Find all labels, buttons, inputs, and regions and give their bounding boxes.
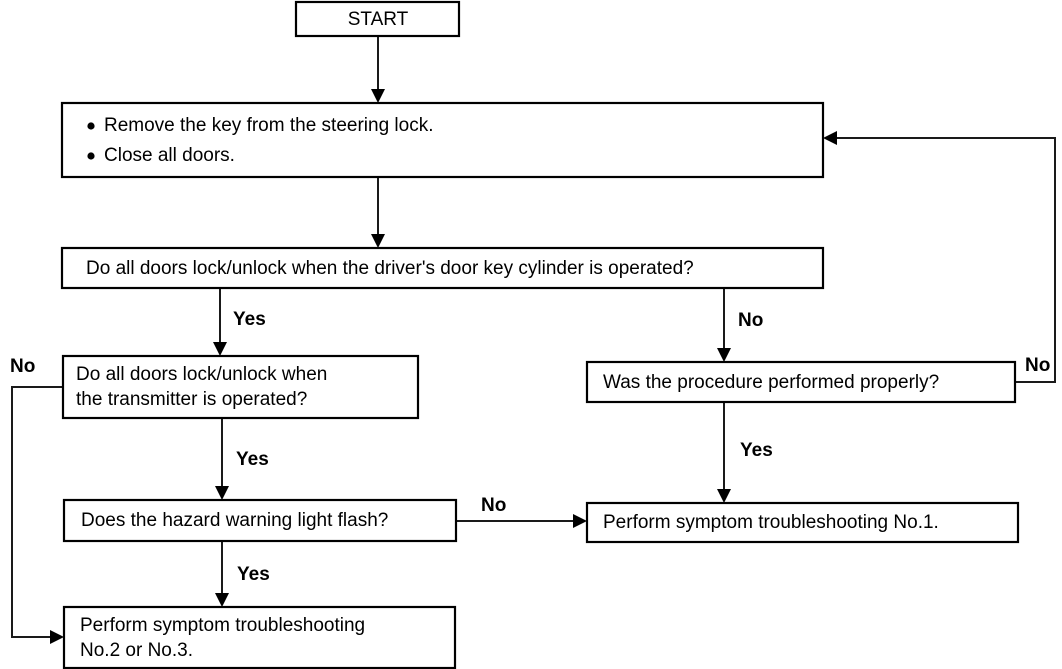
edge-label-transmitter-yes: Yes <box>236 449 269 470</box>
edge-key-cylinder-no <box>717 288 731 362</box>
node-q-procedure-label: Was the procedure performed properly? <box>603 372 939 393</box>
edge-key-cylinder-yes <box>213 288 227 356</box>
edge-start-to-prep <box>371 36 385 103</box>
node-prep[interactable]: Remove the key from the steering lock. C… <box>60 101 825 179</box>
edge-label-procedure-yes: Yes <box>740 440 773 461</box>
edge-procedure-yes <box>717 401 731 503</box>
edge-label-procedure-no: No <box>1025 355 1050 376</box>
edge-label-hazard-no: No <box>481 495 506 516</box>
node-q-key-cylinder-label: Do all doors lock/unlock when the driver… <box>86 258 694 279</box>
node-result-no2-line1: Perform symptom troubleshooting <box>80 615 365 636</box>
edge-label-transmitter-no: No <box>10 356 35 377</box>
bullet-icon <box>87 122 95 130</box>
edge-transmitter-yes <box>215 418 229 500</box>
node-start-label: START <box>348 9 409 30</box>
node-q-transmitter-line2: the transmitter is operated? <box>76 389 307 410</box>
edge-transmitter-no <box>11 386 64 644</box>
node-q-procedure[interactable]: Was the procedure performed properly? <box>585 360 1017 404</box>
edge-label-hazard-yes: Yes <box>237 564 270 585</box>
edge-prep-to-key-cylinder <box>371 177 385 248</box>
node-q-transmitter-line1: Do all doors lock/unlock when <box>76 364 327 385</box>
node-prep-line2: Close all doors. <box>104 145 235 166</box>
bullet-icon <box>87 152 95 160</box>
edge-label-key-cylinder-yes: Yes <box>233 309 266 330</box>
edge-procedure-no <box>823 131 1056 383</box>
node-result-no2-line2: No.2 or No.3. <box>80 640 193 661</box>
node-result-no2-no3[interactable]: Perform symptom troubleshooting No.2 or … <box>62 605 457 669</box>
node-result-no1[interactable]: Perform symptom troubleshooting No.1. <box>585 501 1020 544</box>
node-q-key-cylinder[interactable]: Do all doors lock/unlock when the driver… <box>60 246 825 290</box>
edge-hazard-no <box>456 514 587 528</box>
edge-hazard-yes <box>215 541 229 607</box>
edge-label-key-cylinder-no: No <box>738 310 763 331</box>
node-q-hazard-label: Does the hazard warning light flash? <box>81 510 388 531</box>
node-result-no1-label: Perform symptom troubleshooting No.1. <box>603 512 939 533</box>
node-q-transmitter[interactable]: Do all doors lock/unlock when the transm… <box>61 354 420 420</box>
node-q-hazard[interactable]: Does the hazard warning light flash? <box>62 498 458 543</box>
node-prep-line1: Remove the key from the steering lock. <box>104 115 433 136</box>
node-start[interactable]: START <box>294 0 461 38</box>
